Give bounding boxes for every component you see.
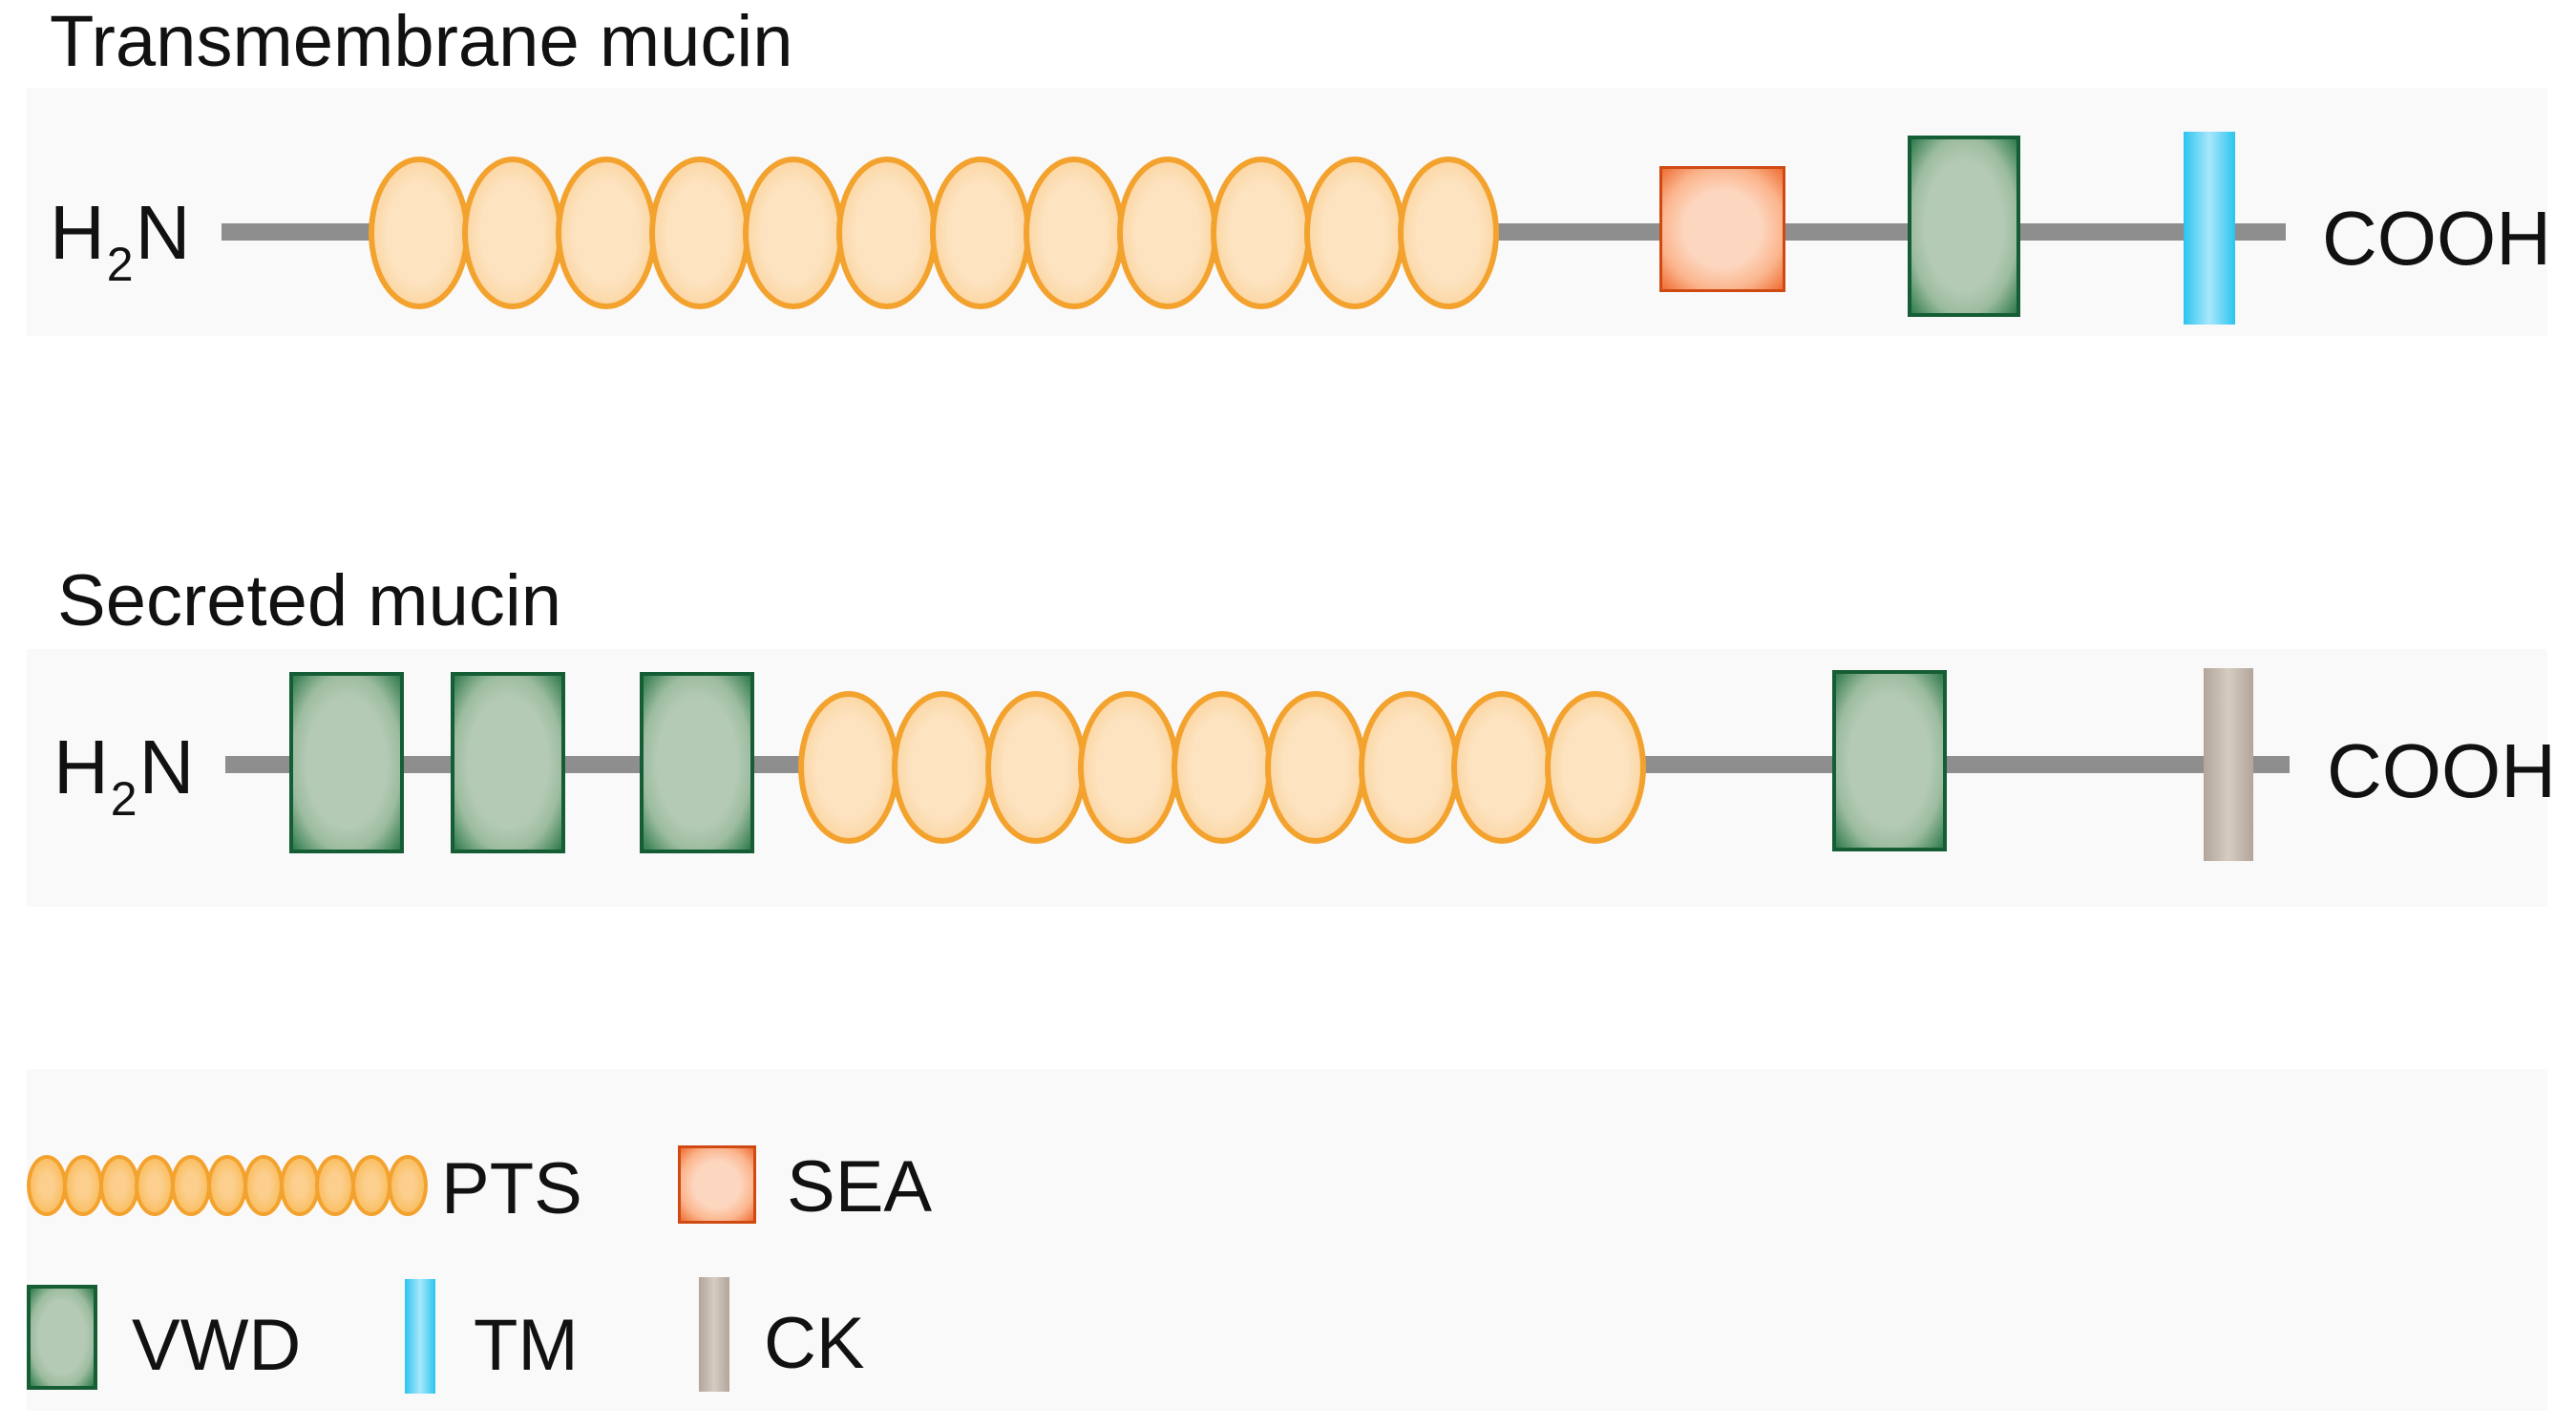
transmembrane-n-terminus: H2N [50,195,190,288]
legend-pts-repeat-10 [351,1155,392,1216]
transmembrane-pts-repeat-2 [462,157,563,309]
transmembrane-pts-repeat-5 [743,157,844,309]
legend-pts-repeat-8 [279,1155,320,1216]
legend-pts-repeat-11 [388,1155,428,1216]
secreted-pts-repeat-9 [1545,691,1646,844]
legend-pts-repeat-5 [171,1155,212,1216]
transmembrane-pts-repeat-8 [1024,157,1125,309]
secreted-title: Secreted mucin [57,560,562,641]
transmembrane-pts-repeat-4 [649,157,750,309]
secreted-c-terminus: COOH [2327,728,2556,813]
legend-sea-label: SEA [787,1146,933,1228]
secreted-ck-domain [2204,668,2253,861]
secreted-pts-repeat-8 [1451,691,1553,844]
secreted-vwd-domain-4 [1832,670,1947,851]
transmembrane-pts-repeat-9 [1117,157,1218,309]
secreted-pts-repeat-7 [1358,691,1460,844]
transmembrane-sea-domain [1659,166,1785,292]
n-terminus-subscript: 2 [110,771,137,826]
legend-ck-label: CK [764,1303,865,1384]
legend-pts-repeat-6 [207,1155,247,1216]
transmembrane-pts-repeat-11 [1304,157,1405,309]
n-terminus-h: H [50,190,105,275]
n-terminus-h: H [53,724,109,809]
transmembrane-pts-repeat-7 [930,157,1031,309]
secreted-vwd-domain-1 [289,672,404,853]
legend-band [27,1069,2547,1411]
transmembrane-tm-domain [2184,132,2235,325]
n-terminus-n: N [138,724,195,809]
secreted-pts-repeat-4 [1078,691,1180,844]
secreted-pts-repeat-1 [798,691,899,844]
legend-ck-swatch [699,1277,729,1392]
n-terminus-n: N [135,190,191,275]
legend-pts-repeat-3 [98,1155,139,1216]
transmembrane-title: Transmembrane mucin [50,1,793,82]
n-terminus-subscript: 2 [106,237,134,291]
legend-sea-swatch [678,1145,756,1224]
legend-pts-label: PTS [441,1148,582,1229]
transmembrane-pts-repeat-10 [1211,157,1312,309]
secreted-vwd-domain-3 [640,672,754,853]
secreted-vwd-domain-2 [451,672,565,853]
secreted-pts-repeat-6 [1264,691,1366,844]
secreted-pts-repeat-3 [984,691,1087,844]
transmembrane-vwd-domain [1908,136,2020,317]
legend-vwd-swatch [27,1285,97,1390]
transmembrane-pts-repeat-6 [836,157,938,309]
transmembrane-pts-repeat-12 [1398,157,1499,309]
transmembrane-pts-repeat-3 [556,157,657,309]
transmembrane-pts-repeat-1 [369,157,470,309]
secreted-pts-repeat-2 [891,691,993,844]
legend-tm-label: TM [474,1305,579,1386]
legend-pts-repeat-7 [243,1155,284,1216]
legend-pts-repeat-9 [315,1155,356,1216]
transmembrane-c-terminus: COOH [2322,196,2551,281]
secreted-pts-repeat-5 [1172,691,1273,844]
legend-vwd-label: VWD [132,1305,302,1386]
legend-pts-repeat-1 [27,1155,67,1216]
legend-pts-repeat-2 [62,1155,103,1216]
legend-tm-swatch [405,1279,435,1394]
secreted-n-terminus: H2N [53,729,194,823]
